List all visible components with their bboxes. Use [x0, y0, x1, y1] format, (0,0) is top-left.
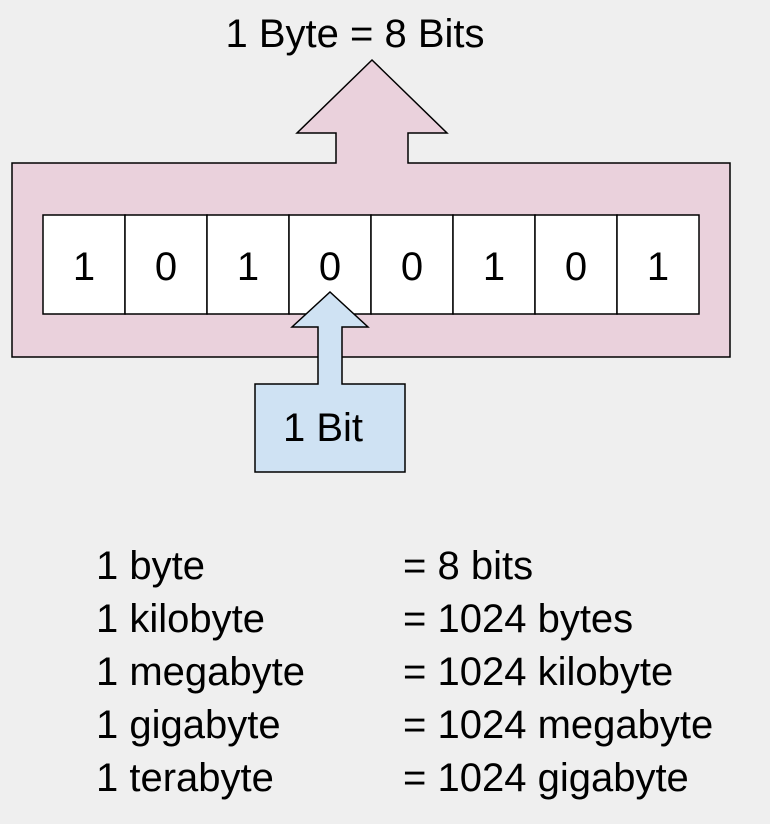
bit-value: 0 [319, 245, 341, 289]
unit-name: 1 gigabyte [96, 703, 281, 747]
conversion-row: 1 kilobyte = 1024 bytes [96, 593, 766, 646]
bit-value: 1 [483, 245, 505, 289]
bit-cell-box [616, 214, 700, 315]
unit-equivalent: = 1024 megabyte [403, 703, 714, 747]
unit-name: 1 terabyte [96, 756, 274, 800]
bit-cell: 0 [124, 214, 208, 315]
bit-cell-box [124, 214, 208, 315]
bit-cells: 1 0 1 0 0 1 0 1 [42, 214, 700, 315]
bit-value: 0 [155, 245, 177, 289]
bit-value: 0 [401, 245, 423, 289]
conversion-row: 1 megabyte = 1024 kilobyte [96, 646, 766, 699]
byte-label: 1 Byte = 8 Bits [225, 12, 484, 56]
bit-cell: 1 [616, 214, 700, 315]
conversion-row: 1 gigabyte = 1024 megabyte [96, 699, 766, 752]
bit-label: 1 Bit [283, 406, 363, 450]
bit-value: 0 [565, 245, 587, 289]
bit-cell: 0 [370, 214, 454, 315]
unit-name: 1 megabyte [96, 650, 306, 694]
unit-equivalent: = 1024 gigabyte [403, 756, 689, 800]
bit-value: 1 [237, 245, 259, 289]
bit-cell-box [534, 214, 618, 315]
bit-cell: 1 [206, 214, 290, 315]
bit-value: 1 [73, 245, 95, 289]
conversion-rows: 1 byte = 8 bits 1 kilobyte = 1024 bytes 1 me… [96, 540, 766, 805]
unit-equivalent: = 8 bits [403, 544, 534, 588]
bit-cell-box [452, 214, 536, 315]
unit-conversion-table: 1 byte = 8 bits 1 kilobyte = 1024 bytes 1 me… [96, 540, 766, 805]
unit-equivalent: = 1024 bytes [403, 597, 634, 641]
bit-cell: 0 [534, 214, 618, 315]
conversion-row: 1 byte = 8 bits [96, 540, 766, 593]
bit-cell-box [206, 214, 290, 315]
bit-cell: 1 [42, 214, 126, 315]
bit-cell-box [42, 214, 126, 315]
unit-name: 1 kilobyte [96, 597, 265, 641]
bit-cell: 1 [452, 214, 536, 315]
bit-callout-arrow [254, 290, 406, 473]
bit-value: 1 [647, 245, 669, 289]
conversion-row: 1 terabyte = 1024 gigabyte [96, 752, 766, 805]
unit-equivalent: = 1024 kilobyte [403, 650, 674, 694]
unit-name: 1 byte [96, 544, 205, 588]
